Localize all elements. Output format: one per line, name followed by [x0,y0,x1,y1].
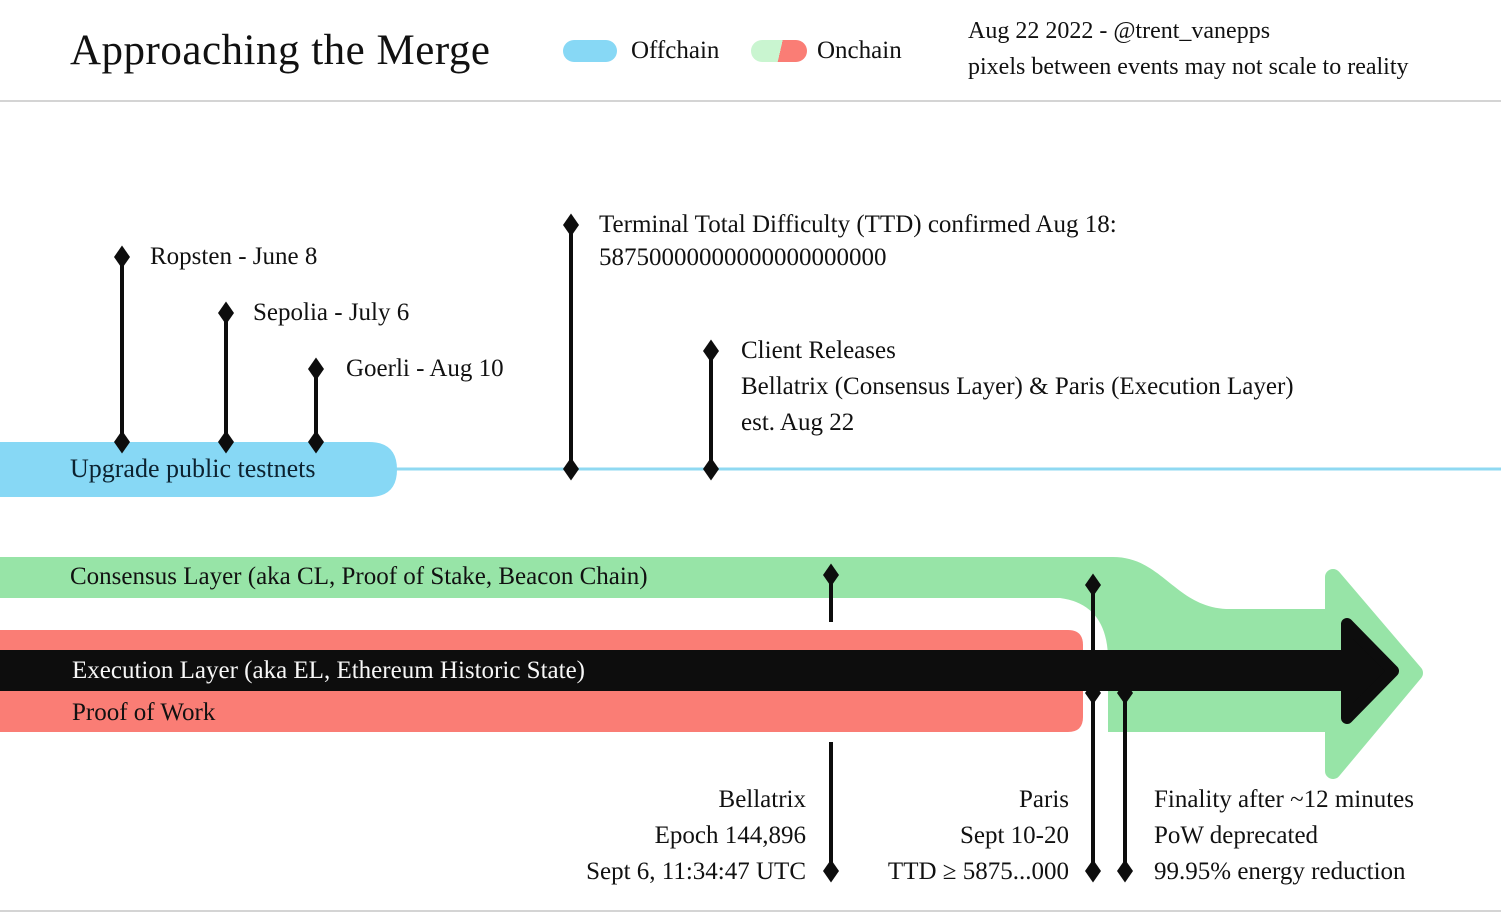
bellatrix-line-2: Epoch 144,896 [654,822,806,849]
event-ttd-label: Terminal Total Difficulty (TTD) confirme… [599,208,1117,274]
event-bellatrix-label: Bellatrix Epoch 144,896 Sept 6, 11:34:47… [586,782,806,890]
footer-divider [0,910,1501,912]
attribution: Aug 22 2022 - @trent_vanepps pixels betw… [968,13,1409,85]
offchain-legend-label: Offchain [631,37,720,64]
ttd-label-line-2: 58750000000000000000000 [599,244,887,271]
ropsten-diamond-top [114,245,130,269]
paris-line-3: TTD ≥ 5875...000 [887,858,1069,885]
client-diamond-bottom [703,457,719,481]
attribution-line-1: Aug 22 2022 - @trent_vanepps [968,18,1271,44]
event-stems [120,225,1127,871]
sepolia-diamond-top [218,301,234,325]
bellatrix-diamond-bottom [823,859,839,883]
execution-track-label: Execution Layer (aka EL, Ethereum Histor… [72,657,585,684]
client-label-line-1: Client Releases [741,337,896,364]
consensus-track-label: Consensus Layer (aka CL, Proof of Stake,… [70,563,648,590]
paris-line-2: Sept 10-20 [959,822,1069,849]
goerli-diamond-top [308,357,324,381]
execution-arrowhead [1341,618,1399,724]
finality-line-2: PoW deprecated [1154,822,1319,849]
client-diamond-top [703,339,719,363]
finality-diamond-bottom [1117,859,1133,883]
paris-line-1: Paris [1019,786,1069,813]
ttd-label-line-1: Terminal Total Difficulty (TTD) confirme… [599,211,1117,238]
client-label-line-3: est. Aug 22 [741,409,855,436]
onchain-legend-swatch [751,40,807,62]
client-label-line-2: Bellatrix (Consensus Layer) & Paris (Exe… [741,373,1294,400]
event-finality-label: Finality after ~12 minutes PoW deprecate… [1154,782,1414,890]
event-goerli-label: Goerli - Aug 10 [346,355,504,382]
bellatrix-line-3: Sept 6, 11:34:47 UTC [586,858,806,885]
consensus-flow-shape [0,557,1338,732]
bellatrix-line-1: Bellatrix [718,786,806,813]
page-title: Approaching the Merge [70,27,491,74]
offchain-testnets-bar [0,442,397,497]
event-ropsten-label: Ropsten - June 8 [150,243,318,270]
ttd-diamond-bottom [563,457,579,481]
offchain-legend-swatch [563,40,617,62]
finality-line-3: 99.95% energy reduction [1154,858,1406,885]
testnets-track-label: Upgrade public testnets [70,454,316,483]
pow-track-label: Proof of Work [72,699,216,726]
execution-arrow-shaft [0,650,1347,691]
attribution-line-2: pixels between events may not scale to r… [968,54,1409,80]
event-paris-label: Paris Sept 10-20 TTD ≥ 5875...000 [888,782,1069,890]
event-client-releases-label: Client Releases Bellatrix (Consensus Lay… [741,333,1294,441]
header-divider [0,100,1501,102]
finality-line-1: Finality after ~12 minutes [1154,786,1415,813]
onchain-legend-label: Onchain [817,37,902,64]
event-sepolia-label: Sepolia - July 6 [253,299,410,326]
paris-diamond-bottom [1085,859,1101,883]
ttd-diamond-top [563,213,579,237]
